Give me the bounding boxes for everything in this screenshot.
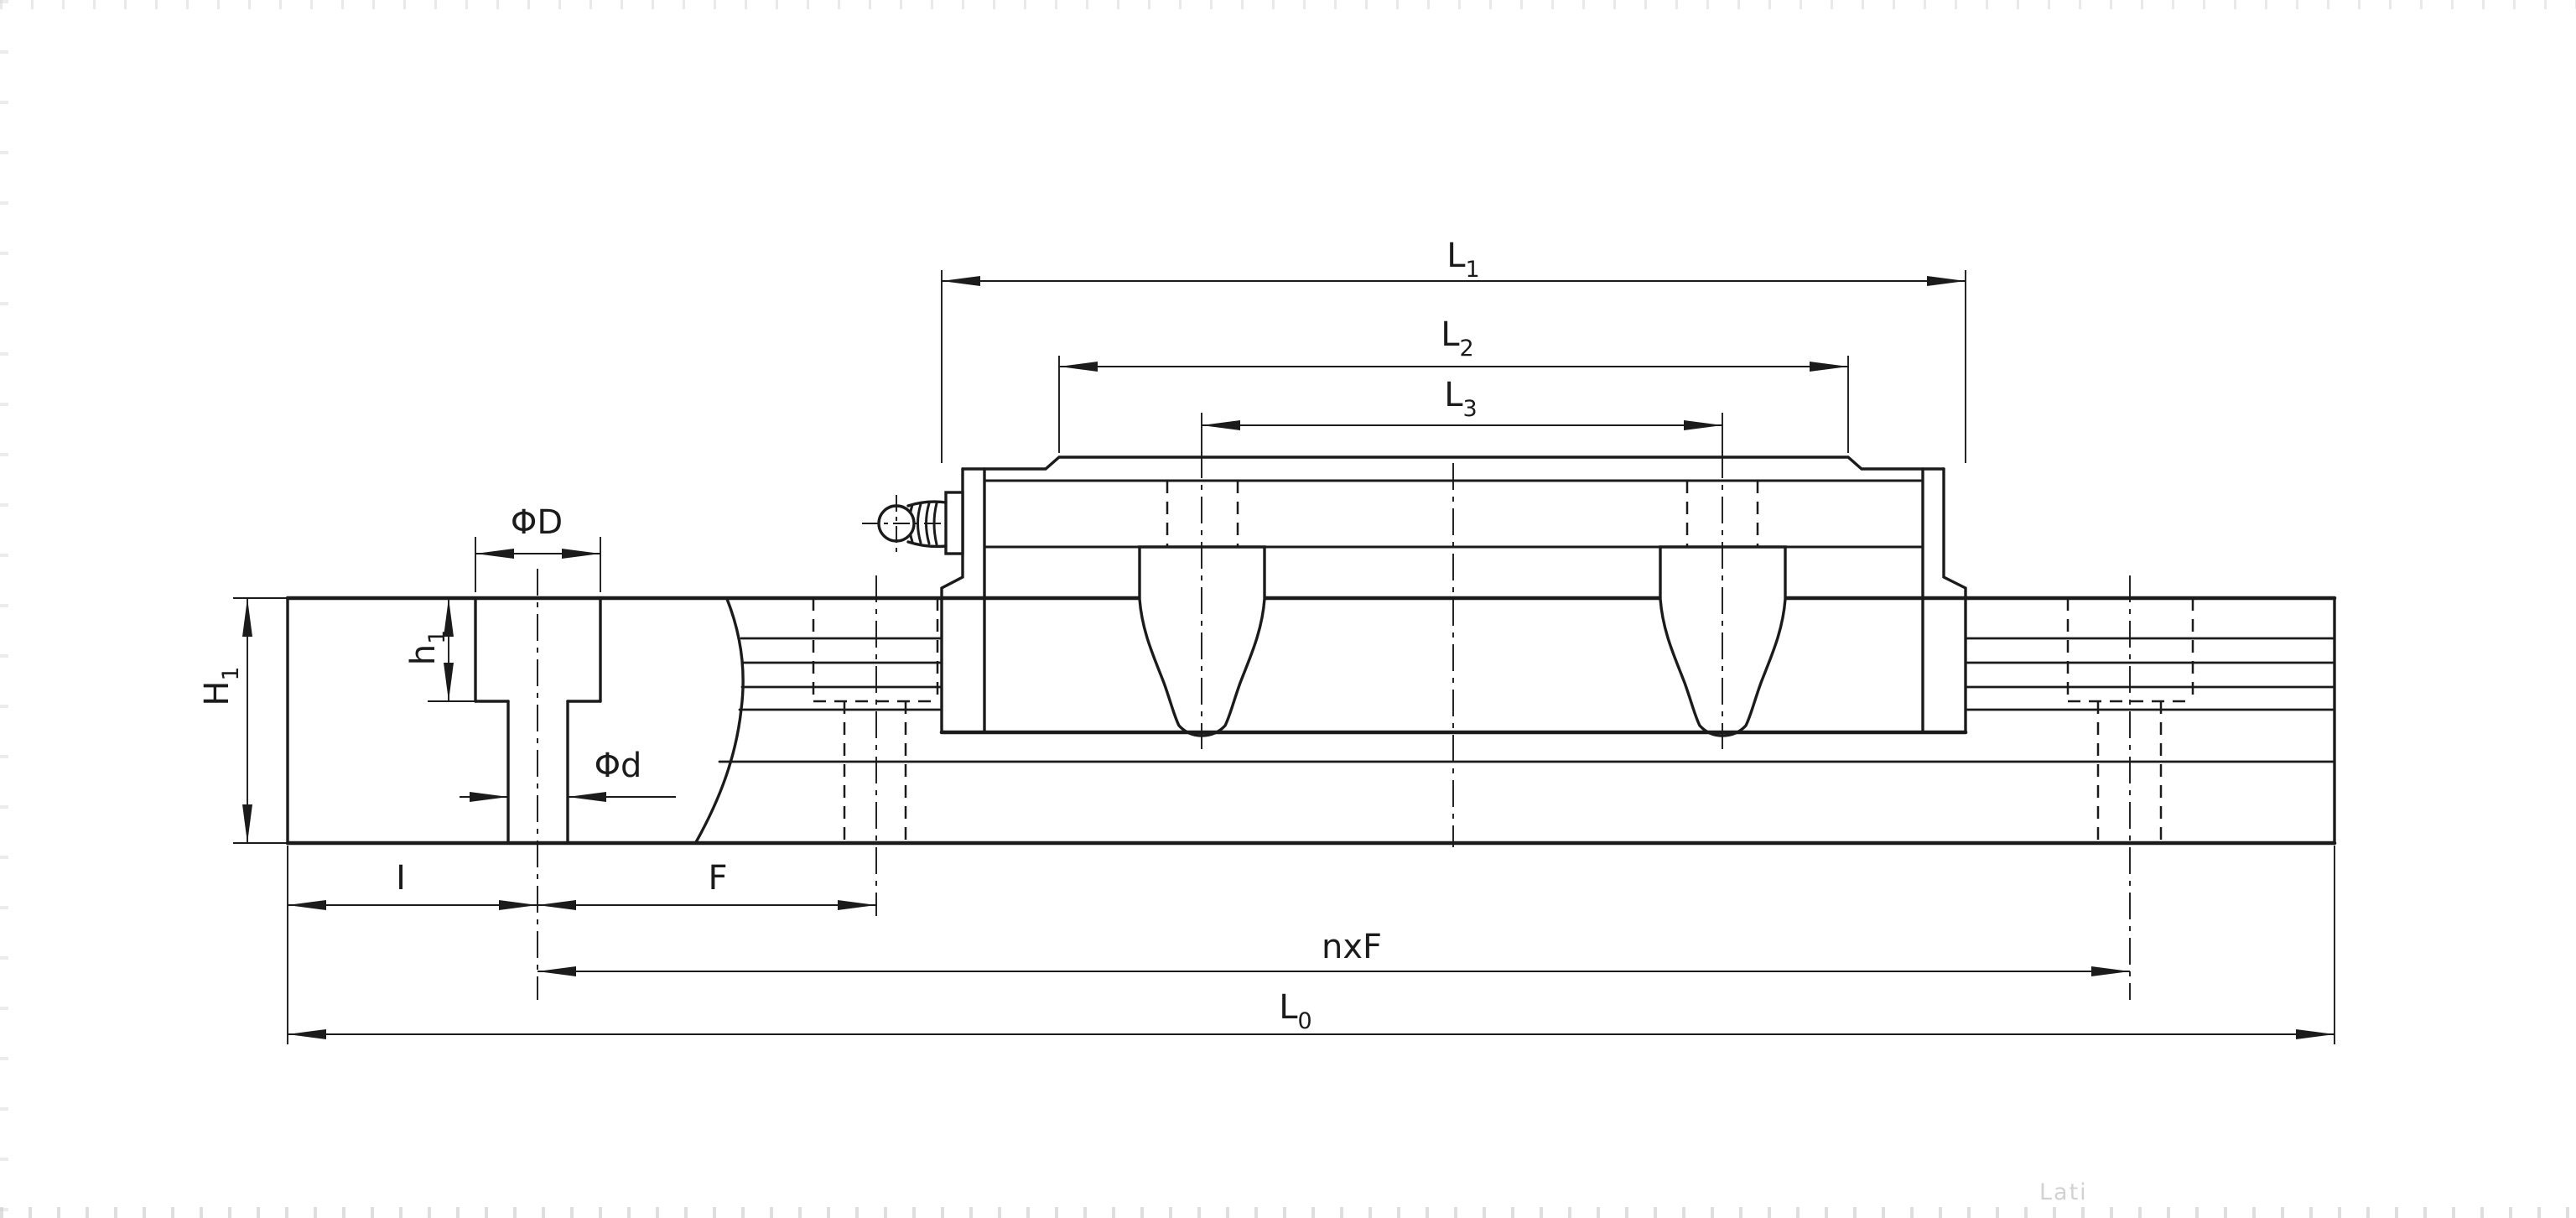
dimension-h1: h1	[404, 598, 475, 702]
dim-label-L3: L3	[1444, 376, 1477, 422]
carriage-right-face	[1942, 467, 1967, 734]
scan-artifact-bottom	[0, 1207, 2576, 1218]
carriage-mount-hole-hidden-lines	[1166, 481, 1759, 547]
dim-label-Phid: Φd	[595, 747, 642, 785]
rail-side-view	[285, 569, 2337, 1000]
dim-label-H1: H1	[198, 666, 244, 705]
dim-label-PhiD: ΦD	[511, 503, 563, 542]
dimension-L0: L0	[287, 846, 2335, 1044]
grease-nipple-collar-bottom	[906, 540, 948, 549]
dimension-PhiD: ΦD	[475, 503, 601, 592]
rail-groove-lines	[718, 637, 2336, 763]
dim-label-h1: h1	[404, 630, 450, 666]
dimension-annotations: L1 L2 L3 ΦD	[198, 237, 2335, 1044]
dimension-H1: H1	[198, 597, 289, 844]
dim-label-L0: L0	[1279, 988, 1311, 1034]
grease-nipple-collar-top	[906, 500, 948, 508]
dim-label-nxF: nxF	[1322, 928, 1382, 966]
dimension-F: F	[538, 859, 876, 910]
rail-hole-sectioned	[474, 596, 602, 845]
dim-label-L2: L2	[1441, 315, 1473, 362]
section-break-curve	[694, 597, 745, 844]
carriage-block	[862, 451, 1968, 847]
dimension-L3: L3	[1201, 376, 1723, 453]
grease-nipple	[862, 491, 964, 555]
dimension-L2: L2	[1058, 315, 1849, 453]
rail-hole-hidden-2	[812, 598, 939, 841]
dimension-Phid: Φd	[460, 747, 676, 802]
dimension-nxF: nxF	[538, 928, 2130, 976]
watermark-text: Lati	[2039, 1179, 2088, 1205]
rail-hole-centerlines	[537, 569, 2131, 1000]
carriage-centerlines	[1201, 451, 1723, 847]
grease-nipple-centerlines	[862, 495, 945, 552]
dim-label-F: F	[708, 859, 727, 898]
scan-artifact-left	[0, 0, 8, 1218]
carriage-top-edge	[961, 455, 1945, 471]
rail-hole-hidden-3	[2066, 598, 2194, 841]
grease-nipple-base	[944, 491, 964, 555]
dimension-L1: L1	[941, 237, 1966, 463]
scan-artifact-top	[0, 0, 2576, 9]
dimension-I: I	[288, 859, 538, 910]
dim-label-I: I	[396, 859, 406, 898]
dim-label-L1: L1	[1446, 237, 1479, 283]
